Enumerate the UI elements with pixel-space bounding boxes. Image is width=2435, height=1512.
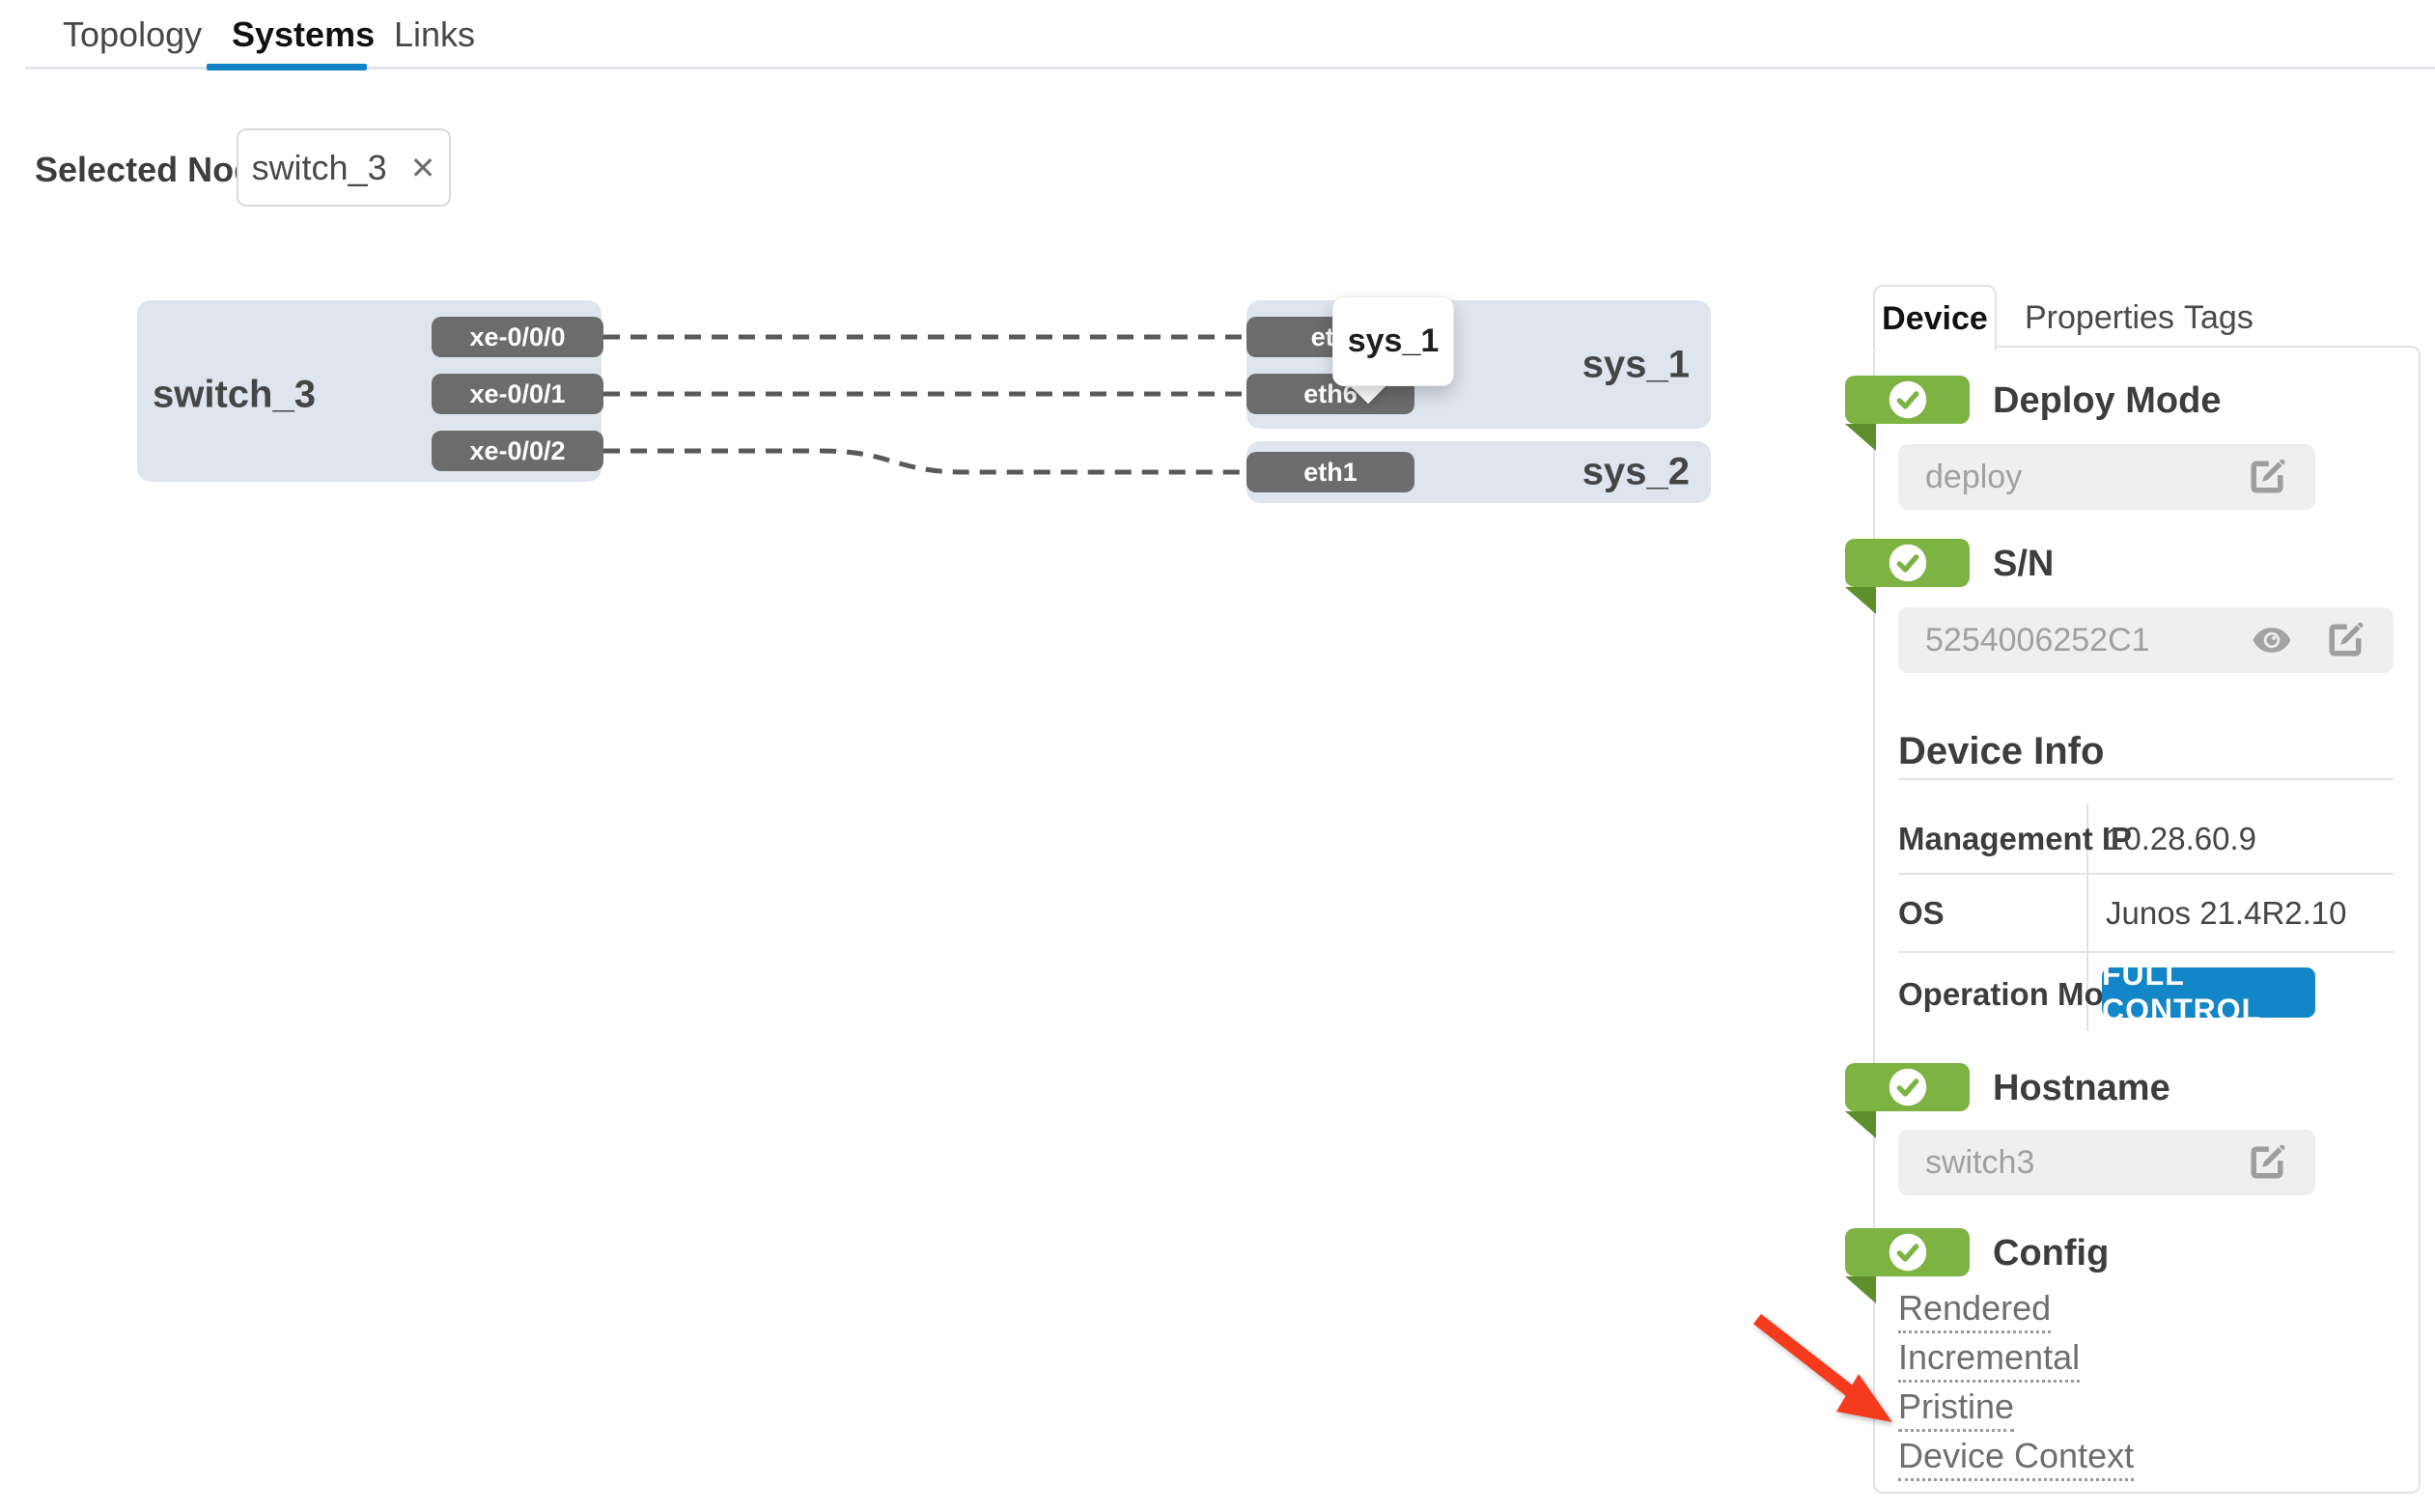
check-icon xyxy=(1889,380,1926,419)
config-link-pristine[interactable]: Pristine xyxy=(1898,1386,2015,1432)
panel-tab-device[interactable]: Device xyxy=(1873,285,1997,350)
edit-icon[interactable] xyxy=(2246,456,2288,498)
full-control-button[interactable]: FULL CONTROL xyxy=(2102,957,2315,1027)
deploy-mode-status-badge xyxy=(1845,376,1970,424)
deploy-mode-value: deploy xyxy=(1925,458,2023,495)
config-link-label: Pristine xyxy=(1898,1386,2015,1432)
badge-fold xyxy=(1845,587,1876,614)
selected-node-value: switch_3 xyxy=(251,147,387,187)
config-link-device-context[interactable]: Device Context xyxy=(1898,1436,2135,1481)
sn-heading: S/N xyxy=(1993,544,2055,584)
badge-fold xyxy=(1845,424,1876,451)
panel-tab-properties[interactable]: Properties xyxy=(2025,299,2174,336)
heading-rule xyxy=(1898,778,2393,780)
config-link-incremental[interactable]: Incremental xyxy=(1898,1337,2081,1383)
port-xe-0-0-2[interactable]: xe-0/0/2 xyxy=(432,431,603,471)
tab-divider xyxy=(25,67,2435,70)
port-xe-0-0-0[interactable]: xe-0/0/0 xyxy=(432,317,603,357)
selected-node-chip[interactable]: switch_3 ✕ xyxy=(237,128,451,207)
node-label: switch_3 xyxy=(153,373,316,416)
sn-value: 5254006252C1 xyxy=(1925,621,2150,658)
table-column-divider xyxy=(2086,803,2088,1031)
row-value-os: Junos 21.4R2.10 xyxy=(2106,895,2347,931)
node-label: sys_1 xyxy=(1581,343,1690,385)
row-divider xyxy=(1898,951,2393,953)
hostname-status-badge xyxy=(1845,1063,1970,1111)
active-tab-indicator xyxy=(207,64,367,70)
config-status-badge xyxy=(1845,1228,1970,1276)
hover-tooltip: sys_1 xyxy=(1332,296,1454,386)
tab-topology[interactable]: Topology xyxy=(63,14,203,54)
badge-fold xyxy=(1845,1276,1876,1303)
edit-icon[interactable] xyxy=(2246,1141,2288,1184)
hostname-input[interactable]: switch3 xyxy=(1898,1130,2315,1195)
deploy-mode-input[interactable]: deploy xyxy=(1898,444,2315,510)
sn-input[interactable]: 5254006252C1 xyxy=(1898,607,2393,673)
row-label-os: OS xyxy=(1898,895,1945,931)
node-sys-2[interactable]: sys_2 xyxy=(1246,441,1711,503)
hostname-value: switch3 xyxy=(1925,1143,2035,1181)
device-info-heading: Device Info xyxy=(1898,730,2105,772)
badge-fold xyxy=(1845,1111,1876,1138)
port-xe-0-0-1[interactable]: xe-0/0/1 xyxy=(432,374,603,414)
tab-systems[interactable]: Systems xyxy=(232,14,376,54)
eye-icon[interactable] xyxy=(2251,619,2293,661)
hostname-heading: Hostname xyxy=(1993,1068,2170,1108)
config-link-label: Incremental xyxy=(1898,1337,2081,1383)
check-icon xyxy=(1889,1233,1926,1272)
edit-icon[interactable] xyxy=(2324,619,2366,661)
chip-close-icon[interactable]: ✕ xyxy=(409,150,436,185)
tooltip-label: sys_1 xyxy=(1347,322,1440,359)
config-link-label: Device Context xyxy=(1898,1436,2135,1481)
node-label: sys_2 xyxy=(1581,450,1690,493)
deploy-mode-heading: Deploy Mode xyxy=(1993,380,2222,421)
config-link-label: Rendered xyxy=(1898,1288,2052,1333)
panel-tab-tags[interactable]: Tags xyxy=(2184,299,2253,336)
link-xe002-eth1 xyxy=(603,448,1246,475)
row-label-management-ip: Management IP xyxy=(1898,821,2133,856)
row-value-management-ip: 10.28.60.9 xyxy=(2106,821,2256,856)
sn-status-badge xyxy=(1845,539,1970,587)
device-details-panel xyxy=(1873,346,2421,1494)
config-link-rendered[interactable]: Rendered xyxy=(1898,1288,2052,1333)
row-divider xyxy=(1898,873,2393,875)
row-label-operation-mode: Operation Mode xyxy=(1898,976,2141,1012)
selected-node-label: Selected Node xyxy=(35,150,275,189)
panel-tab-device-label: Device xyxy=(1882,299,1988,337)
tab-links[interactable]: Links xyxy=(394,14,476,54)
check-icon xyxy=(1889,1068,1926,1106)
config-heading: Config xyxy=(1993,1233,2110,1274)
port-eth1[interactable]: eth1 xyxy=(1246,452,1414,492)
check-icon xyxy=(1889,544,1926,582)
